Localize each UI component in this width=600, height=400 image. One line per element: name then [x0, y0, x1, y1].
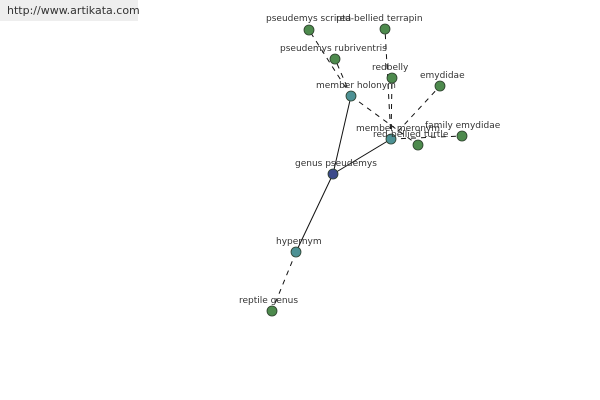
edge-hypernym-to-reptile-genus [271, 251, 297, 312]
node-redbelly[interactable]: redbelly [372, 63, 409, 84]
node-redbelly-label: redbelly [372, 63, 409, 73]
node-red-bellied-terrapin-label: red-bellied terrapin [336, 14, 423, 24]
node-family-emydidae-label: family emydidae [425, 121, 501, 131]
edge-member-holonym-to-pseudemys-rubriventris [334, 58, 352, 97]
edge-member-meronym-to-redbelly [390, 77, 393, 140]
node-pseudemys-scripta[interactable]: pseudemys scripta [266, 14, 351, 36]
node-member-meronym-dot[interactable] [385, 133, 397, 145]
node-reptile-genus-label: reptile genus [239, 296, 298, 306]
node-hypernym-label: hypernym [276, 237, 322, 247]
node-member-meronym[interactable]: member meronym [356, 124, 440, 145]
site-url-banner[interactable]: http://www.artikata.com [0, 0, 140, 21]
node-red-bellied-terrapin[interactable]: red-bellied terrapin [336, 14, 423, 35]
site-url-link[interactable]: http://www.artikata.com [7, 4, 140, 17]
node-reptile-genus-dot[interactable] [266, 305, 278, 317]
node-genus-pseudemys[interactable]: genus pseudemys [295, 159, 377, 180]
node-redbelly-dot[interactable] [386, 72, 398, 84]
graph-edges [271, 28, 463, 312]
edge-member-meronym-to-emydidae [390, 85, 441, 140]
node-pseudemys-rubriventris-dot[interactable] [329, 53, 341, 65]
node-member-holonym[interactable]: member holonym [316, 81, 396, 102]
node-genus-pseudemys-label: genus pseudemys [295, 159, 377, 169]
node-red-bellied-terrapin-dot[interactable] [379, 23, 391, 35]
node-pseudemys-rubriventris-label: pseudemys rubriventris [280, 44, 387, 54]
node-emydidae-label: emydidae [420, 71, 465, 81]
node-reptile-genus[interactable]: reptile genus [239, 296, 298, 317]
node-emydidae-dot[interactable] [434, 80, 446, 92]
node-family-emydidae[interactable]: family emydidae [425, 121, 501, 142]
edge-genus-pseudemys-to-member-holonym [332, 95, 352, 175]
node-pseudemys-rubriventris[interactable]: pseudemys rubriventris [280, 44, 387, 65]
node-pseudemys-scripta-label: pseudemys scripta [266, 14, 351, 24]
edge-member-meronym-to-family-emydidae [390, 135, 463, 140]
edge-member-holonym-to-pseudemys-scripta [308, 29, 352, 97]
node-member-meronym-label: member meronym [356, 124, 440, 134]
edge-genus-pseudemys-to-member-meronym [332, 138, 392, 175]
edge-member-meronym-to-red-bellied-terrapin [384, 28, 392, 140]
node-emydidae[interactable]: emydidae [420, 71, 465, 92]
edge-member-holonym-to-red-bellied-turtle [350, 95, 419, 146]
node-pseudemys-scripta-dot[interactable] [303, 24, 315, 36]
node-red-bellied-turtle-dot[interactable] [412, 139, 424, 151]
node-member-holonym-label: member holonym [316, 81, 396, 91]
node-hypernym-dot[interactable] [290, 246, 302, 258]
graph-nodes: genus pseudemys member holonym member mero… [239, 14, 501, 317]
node-hypernym[interactable]: hypernym [276, 237, 322, 258]
node-red-bellied-turtle-label: red-bellied turtle [373, 130, 449, 140]
node-member-holonym-dot[interactable] [345, 90, 357, 102]
node-family-emydidae-dot[interactable] [456, 130, 468, 142]
edge-genus-pseudemys-to-hypernym [295, 173, 334, 253]
node-genus-pseudemys-dot[interactable] [327, 168, 339, 180]
node-red-bellied-turtle[interactable]: red-bellied turtle [373, 130, 449, 151]
